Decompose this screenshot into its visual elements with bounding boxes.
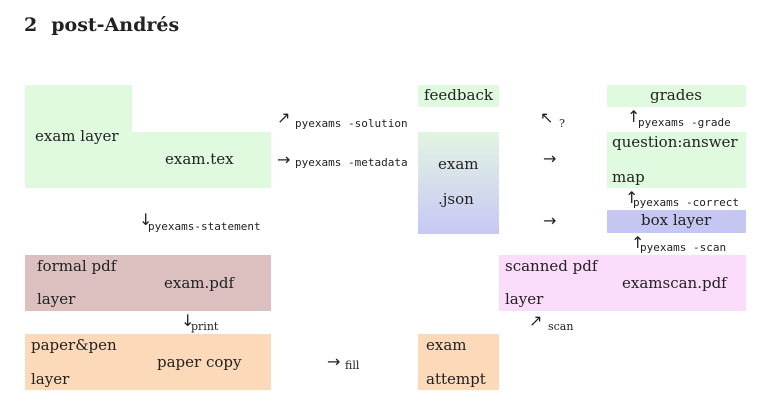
formal-pdf-label-2: layer [37, 290, 76, 308]
formal-pdf-label-1: formal pdf [37, 257, 117, 275]
exam-attempt-label-1: exam [426, 336, 467, 354]
box-layer-label: box layer [641, 211, 712, 229]
grade-arrow: ↑ [627, 107, 641, 126]
question-answer-map-box [607, 132, 746, 188]
exam-json-box [418, 132, 499, 234]
fill-label: fill [345, 359, 360, 372]
correct-command: pyexams -correct [633, 196, 739, 209]
exam-layer-label: exam layer [35, 127, 119, 145]
json-to-qa-arrow: → [543, 149, 557, 168]
paper-copy-label: paper copy [157, 353, 242, 371]
print-label: print [191, 320, 219, 333]
exam-layer-box [25, 85, 132, 188]
box-layer-box [607, 210, 746, 233]
json-to-box-arrow: → [543, 211, 557, 230]
exam-json-label-1: exam [438, 155, 479, 173]
metadata-command: pyexams -metadata [295, 156, 408, 169]
correct-arrow: ↑ [625, 188, 639, 207]
scan-command: pyexams -scan [640, 241, 727, 254]
statement-arrow: ↓ [139, 210, 153, 229]
exam-tex-label: exam.tex [165, 150, 234, 168]
question-answer-label-2: map [612, 168, 645, 186]
fill-arrow: → [327, 352, 341, 371]
solution-command: pyexams -solution [295, 117, 408, 130]
scan-command-arrow: ↑ [631, 233, 645, 252]
section-number: 2 [24, 14, 38, 36]
exam-attempt-box [418, 334, 499, 390]
scanned-pdf-label-1: scanned pdf [505, 257, 598, 275]
section-title: 2 post-Andrés [24, 14, 179, 36]
statement-command: pyexams-statement [148, 220, 261, 233]
grades-label: grades [650, 86, 702, 104]
question-arrow: ↖ [540, 108, 554, 127]
feedback-label: feedback [424, 86, 493, 104]
scanned-pdf-label-2: layer [505, 290, 544, 308]
print-arrow: ↓ [181, 311, 195, 330]
exam-attempt-label-2: attempt [426, 370, 486, 388]
paper-pen-label-2: layer [31, 370, 70, 388]
feedback-box [418, 85, 499, 107]
exam-layer-box-extension [132, 132, 271, 188]
examscan-pdf-label: examscan.pdf [622, 274, 727, 292]
metadata-arrow: → [277, 150, 291, 169]
paper-pen-layer-box [25, 334, 271, 390]
section-title-text: post-Andrés [51, 14, 180, 36]
question-label: ? [559, 117, 565, 130]
formal-pdf-layer-box [25, 255, 271, 311]
question-answer-label-1: question:answer [612, 133, 738, 151]
scan-arrow: ↗ [529, 311, 543, 330]
solution-arrow: ↗ [277, 108, 291, 127]
exam-pdf-label: exam.pdf [164, 274, 235, 292]
grade-command: pyexams -grade [638, 116, 731, 129]
scanned-pdf-layer-box [499, 255, 746, 311]
grades-box [607, 85, 746, 107]
scan-label: scan [548, 320, 574, 333]
paper-pen-label-1: paper&pen [31, 336, 117, 354]
exam-json-label-2: .json [438, 190, 474, 208]
